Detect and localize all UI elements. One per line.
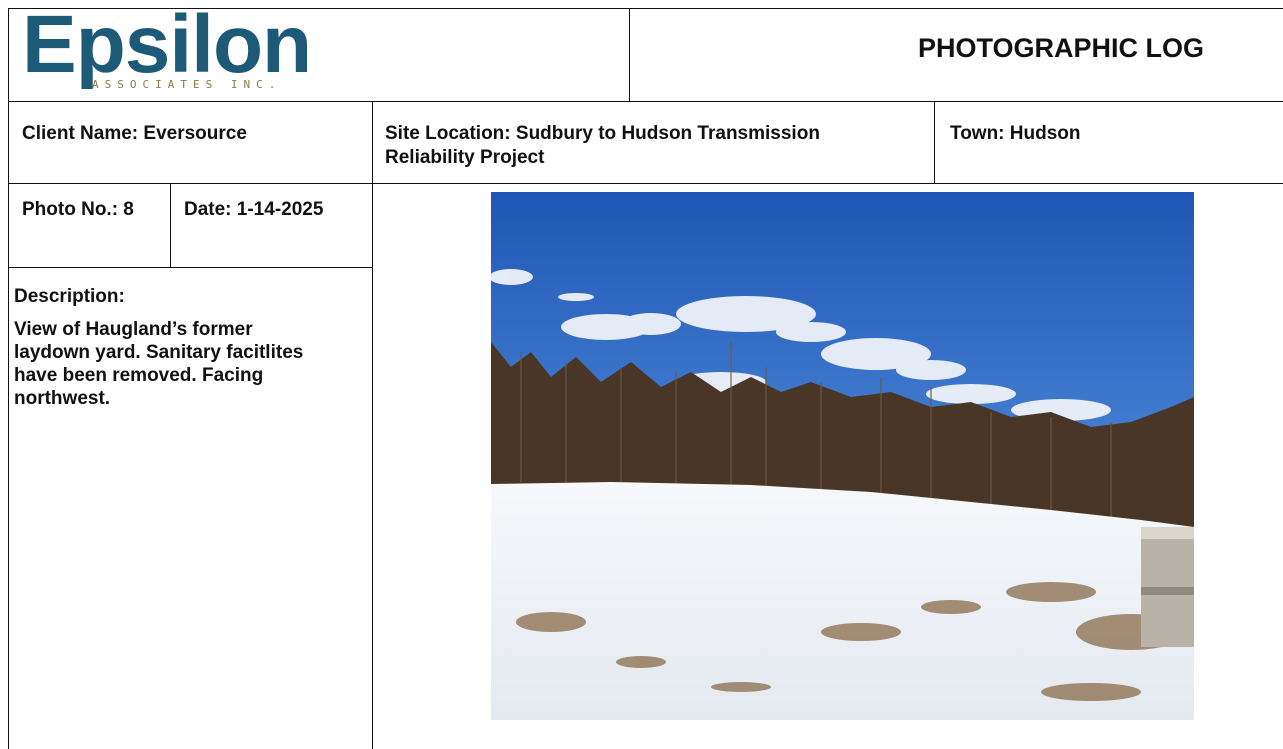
page-title: PHOTOGRAPHIC LOG [918, 33, 1205, 63]
tree-trunks [520, 342, 1112, 517]
snow-field [491, 482, 1194, 720]
photo-info-bottom-line [8, 267, 372, 268]
site-photo-illustration [491, 192, 1194, 720]
site-location-line2: Reliability Project [385, 147, 545, 168]
frame-left [8, 8, 9, 749]
town: Town: Hudson [950, 123, 1081, 144]
info-row-bottom-line [8, 183, 1283, 184]
description-line-2: laydown yard. Sanitary facitlites [14, 342, 304, 363]
tree-line [491, 342, 1194, 527]
description-label: Description: [14, 286, 125, 307]
photo-number: Photo No.: 8 [22, 199, 134, 220]
town-divider [934, 101, 935, 183]
description-line-4: northwest. [14, 388, 111, 409]
site-photo [491, 192, 1194, 720]
left-column-divider [372, 101, 373, 749]
photo-date: Date: 1-14-2025 [184, 199, 324, 220]
logo-wordmark: Epsilon [22, 0, 312, 90]
client-name: Client Name: Eversource [22, 123, 247, 144]
frame-top [8, 8, 1283, 9]
concrete-structure [1141, 527, 1194, 647]
description-line-1: View of Haugland’s former [14, 319, 253, 340]
site-location-line1: Site Location: Sudbury to Hudson Transmi… [385, 123, 820, 144]
header-divider [629, 8, 630, 101]
photo-date-divider [170, 183, 171, 267]
description-line-3: have been removed. Facing [14, 365, 264, 386]
logo-tagline: ASSOCIATES INC. [92, 78, 282, 91]
header-bottom-line [8, 101, 1283, 102]
